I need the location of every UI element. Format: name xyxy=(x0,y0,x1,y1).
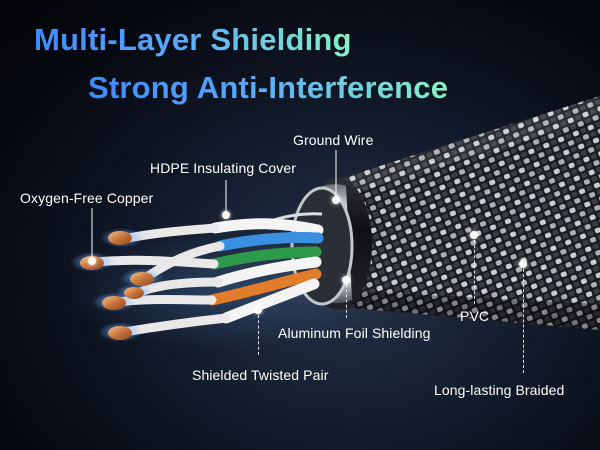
callout-line-twisted-pair xyxy=(258,315,259,355)
callout-line-braided xyxy=(523,269,524,373)
callout-hdpe-cover: HDPE Insulating Cover xyxy=(150,160,297,176)
callout-braided: Long-lasting Braided xyxy=(434,382,565,398)
headline-line-2: Strong Anti-Interference xyxy=(88,70,449,105)
callout-dot-ground-wire xyxy=(332,196,340,204)
callout-dot-foil xyxy=(342,276,350,284)
callout-line-foil xyxy=(346,284,347,318)
callout-dot-twisted-pair xyxy=(254,306,262,314)
callout-twisted-pair: Shielded Twisted Pair xyxy=(192,367,329,383)
callout-dot-hdpe-cover xyxy=(222,211,230,219)
headline-line-1: Multi-Layer Shielding xyxy=(34,22,352,57)
callout-dot-pvc xyxy=(470,231,478,239)
callout-ground-wire: Ground Wire xyxy=(293,132,374,148)
callout-dot-copper xyxy=(88,257,96,265)
callout-copper: Oxygen-Free Copper xyxy=(20,190,154,206)
callout-pvc: PVC xyxy=(460,308,490,324)
callout-line-pvc xyxy=(474,240,475,304)
callout-foil: Aluminum Foil Shielding xyxy=(278,325,431,341)
callout-dot-braided xyxy=(519,260,527,268)
